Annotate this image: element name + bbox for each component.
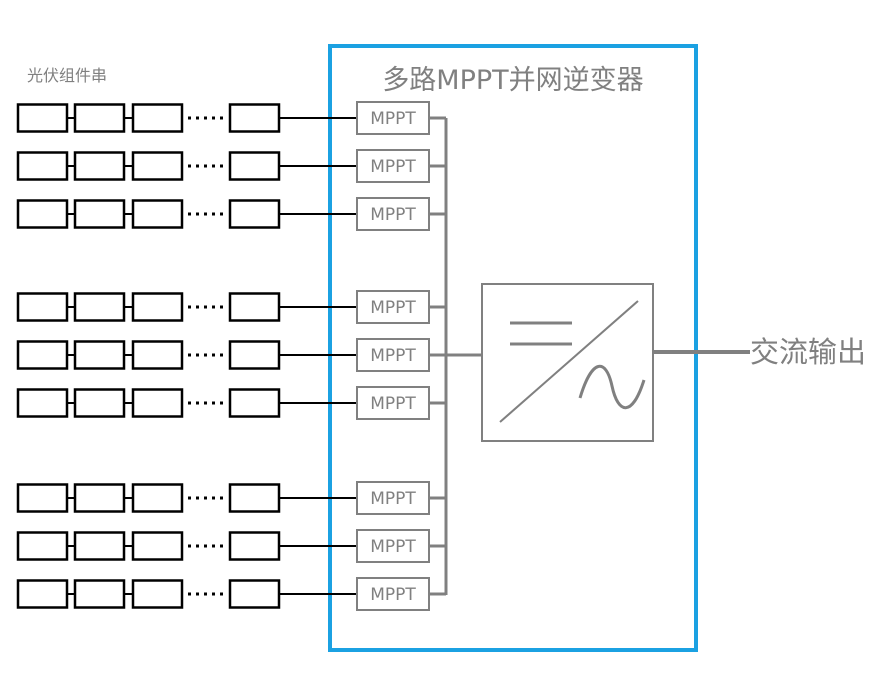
pv-string-row: MPPT — [16, 338, 446, 372]
mppt-label: MPPT — [370, 537, 416, 557]
pv-module — [228, 151, 281, 181]
pv-module — [131, 531, 184, 561]
pv-module — [73, 103, 126, 133]
mppt-box — [356, 101, 430, 135]
pv-module — [73, 151, 126, 181]
mppt-label: MPPT — [370, 346, 416, 366]
pv-module — [16, 531, 69, 561]
inverter-title: 多路MPPT并网逆变器 — [382, 65, 643, 96]
pv-module — [131, 388, 184, 418]
pv-module — [73, 388, 126, 418]
ac-sine-icon — [578, 365, 646, 410]
pv-module — [73, 340, 126, 370]
mppt-label: MPPT — [370, 489, 416, 509]
pv-string-row: MPPT — [16, 197, 446, 231]
pv-module — [228, 292, 281, 322]
pv-module — [228, 388, 281, 418]
pv-module — [73, 483, 126, 513]
pv-string-row: MPPT — [16, 101, 446, 135]
pv-module — [131, 579, 184, 609]
mppt-label: MPPT — [370, 205, 416, 225]
mppt-box — [356, 577, 430, 611]
mppt-label: MPPT — [370, 157, 416, 177]
pv-module — [73, 199, 126, 229]
mppt-label: MPPT — [370, 394, 416, 414]
pv-module — [228, 483, 281, 513]
mppt-box — [356, 197, 430, 231]
pv-module — [228, 531, 281, 561]
pv-string-row: MPPT — [16, 386, 446, 420]
pv-module — [131, 103, 184, 133]
mppt-box — [356, 529, 430, 563]
pv-module — [16, 483, 69, 513]
mppt-box — [356, 481, 430, 515]
pv-module — [131, 292, 184, 322]
pv-string-rows: MPPT MPPT MPPT MPPT MPPT MPPT MPPT MPPT MPPT — [16, 101, 446, 611]
pv-module — [16, 388, 69, 418]
pv-module — [73, 292, 126, 322]
pv-strings-caption: 光伏组件串 — [27, 66, 107, 85]
pv-module — [228, 103, 281, 133]
pv-module — [131, 199, 184, 229]
pv-string-row: MPPT — [16, 577, 446, 611]
pv-module — [16, 103, 69, 133]
pv-module — [131, 151, 184, 181]
pv-module — [16, 199, 69, 229]
pv-string-row: MPPT — [16, 481, 446, 515]
mppt-box — [356, 386, 430, 420]
pv-module — [16, 151, 69, 181]
pv-module — [73, 531, 126, 561]
pv-string-row: MPPT — [16, 290, 446, 324]
pv-string-row: MPPT — [16, 149, 446, 183]
mppt-label: MPPT — [370, 109, 416, 129]
pv-string-row: MPPT — [16, 529, 446, 563]
inverter-frame — [328, 44, 698, 652]
pv-module — [228, 340, 281, 370]
pv-module — [131, 340, 184, 370]
ac-output-label: 交流输出 — [750, 335, 866, 369]
mppt-label: MPPT — [370, 585, 416, 605]
pv-module — [131, 483, 184, 513]
mppt-label: MPPT — [370, 298, 416, 318]
pv-module — [228, 199, 281, 229]
pv-module — [16, 292, 69, 322]
pv-module — [16, 340, 69, 370]
pv-module — [16, 579, 69, 609]
converter-diagonal — [499, 300, 639, 423]
pv-module — [228, 579, 281, 609]
pv-module — [73, 579, 126, 609]
